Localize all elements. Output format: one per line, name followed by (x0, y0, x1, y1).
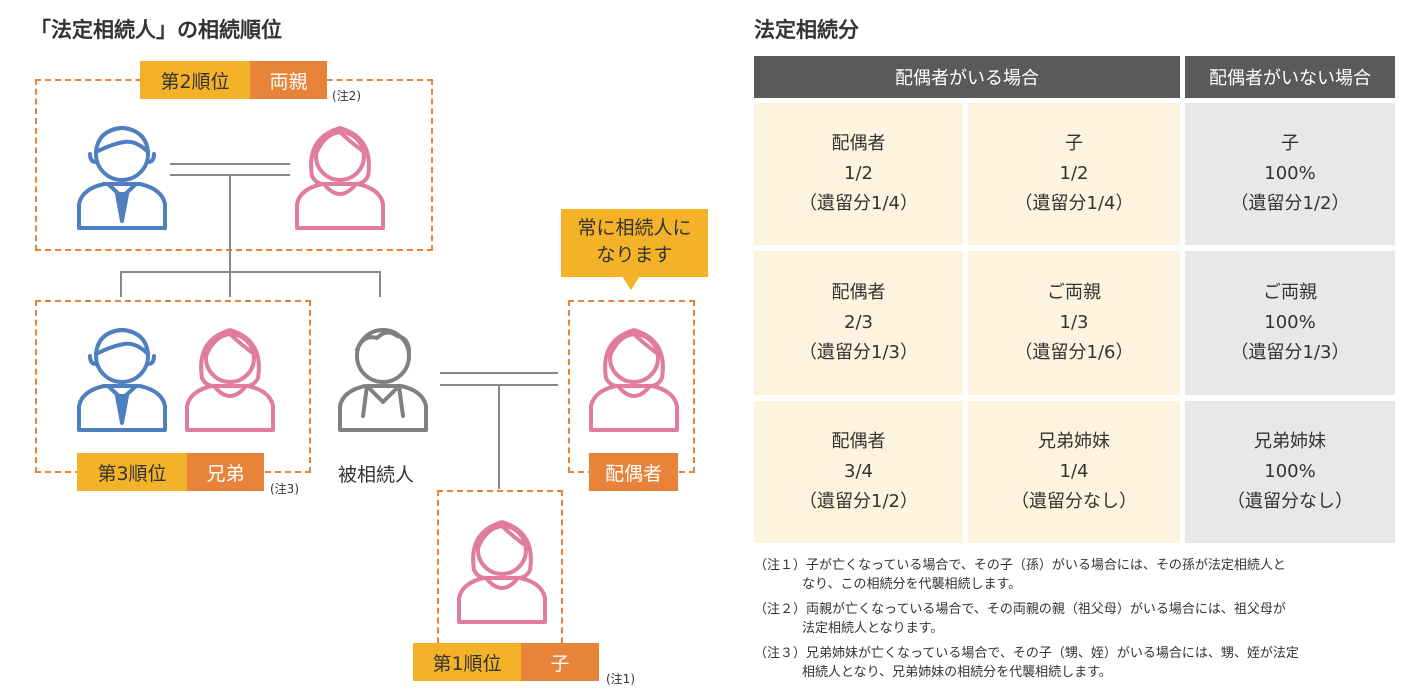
row2-spouse-reserve: （遺留分1/3） (799, 342, 918, 363)
siblings-bracket-line (120, 271, 380, 273)
row2-heir-reserve: （遺留分1/6） (1014, 342, 1134, 363)
row1-heir-cell: 子 1/2 （遺留分1/4） (968, 103, 1180, 245)
deceased-person-icon (338, 328, 428, 432)
spouse-marriage-line-top (440, 372, 558, 374)
deceased-label: 被相続人 (338, 464, 415, 486)
spouse-icon (589, 328, 679, 432)
header-without-spouse: 配偶者がいない場合 (1185, 56, 1395, 98)
row1-alone-cell: 子 100% （遺留分1/2） (1185, 103, 1395, 245)
spouse-label: 配偶者 (589, 453, 678, 491)
callout-pointer-icon (622, 276, 640, 290)
row3-alone-who: 兄弟姉妹 (1254, 431, 1326, 452)
row1-alone-share: 100% (1264, 163, 1316, 184)
row1-alone-reserve: （遺留分1/2） (1230, 193, 1350, 214)
footnote-3: （注３）兄弟姉妹が亡くなっている場合で、その子（甥、姪）がいる場合には、甥、姪が… (754, 644, 1299, 682)
row2-heir-share: 1/3 (1059, 312, 1089, 333)
row1-heir-reserve: （遺留分1/4） (1014, 193, 1134, 214)
mother-icon (295, 126, 385, 230)
rank-relation-third: 兄弟 (187, 453, 264, 491)
child-icon (457, 520, 547, 624)
footnote-2: （注２）両親が亡くなっている場合で、その両親の親（祖父母）がいる場合には、祖父母… (754, 600, 1286, 638)
row2-alone-who: ご両親 (1263, 282, 1317, 303)
footnote-2-line-2: 法定相続人となります。 (802, 621, 944, 636)
parents-descent-line (229, 175, 231, 272)
rank-badge-second: 第2順位 両親 (140, 61, 327, 99)
footnote-1: （注１）子が亡くなっている場合で、その子（孫）がいる場合には、その孫が法定相続人… (754, 556, 1286, 594)
footnote-1-line-2: なり、この相続分を代襲相続します。 (802, 577, 1022, 592)
deceased-drop-line (379, 271, 381, 297)
note-ref-2: (注2) (332, 89, 361, 103)
father-icon (77, 126, 167, 230)
rank-badge-third: 第3順位 兄弟 (77, 453, 264, 491)
rank-badge-first: 第1順位 子 (413, 643, 599, 681)
row2-heir-who: ご両親 (1047, 282, 1101, 303)
row3-spouse-cell: 配偶者 3/4 （遺留分1/2） (754, 401, 963, 543)
row2-alone-cell: ご両親 100% （遺留分1/3） (1185, 251, 1395, 395)
row2-spouse-share: 2/3 (844, 312, 873, 333)
rank-relation-first: 子 (521, 643, 599, 681)
rank-relation-second: 両親 (250, 61, 327, 99)
table-title: 法定相続分 (754, 18, 859, 42)
footnote-2-line-1: （注２）両親が亡くなっている場合で、その両親の親（祖父母）がいる場合には、祖父母… (754, 602, 1286, 617)
row3-alone-reserve: （遺留分なし） (1227, 491, 1353, 512)
row3-heir-reserve: （遺留分なし） (1011, 491, 1137, 512)
row3-heir-who: 兄弟姉妹 (1038, 431, 1110, 452)
row2-spouse-cell: 配偶者 2/3 （遺留分1/3） (754, 251, 963, 395)
row3-alone-share: 100% (1264, 461, 1316, 482)
sister-icon (185, 328, 275, 432)
row2-heir-cell: ご両親 1/3 （遺留分1/6） (968, 251, 1180, 395)
row1-alone-who: 子 (1281, 133, 1299, 154)
rank-order-first: 第1順位 (413, 643, 521, 681)
row3-heir-cell: 兄弟姉妹 1/4 （遺留分なし） (968, 401, 1180, 543)
callout-line-1: 常に相続人に (577, 217, 692, 239)
brother-icon (77, 328, 167, 432)
row3-spouse-share: 3/4 (844, 461, 873, 482)
rank-order-second: 第2順位 (140, 61, 250, 99)
spouse-badge: 配偶者 (589, 453, 678, 491)
row1-spouse-share: 1/2 (844, 163, 873, 184)
row1-heir-share: 1/2 (1059, 163, 1089, 184)
row1-heir-who: 子 (1065, 133, 1083, 154)
note-ref-1: (注1) (606, 672, 635, 686)
header-with-spouse: 配偶者がいる場合 (754, 56, 1180, 98)
footnote-3-line-1: （注３）兄弟姉妹が亡くなっている場合で、その子（甥、姪）がいる場合には、甥、姪が… (754, 646, 1299, 661)
row3-spouse-who: 配偶者 (831, 431, 886, 452)
sibling-drop-middle (229, 271, 231, 297)
row1-spouse-who: 配偶者 (831, 133, 886, 154)
parents-marriage-line-top (170, 163, 290, 165)
row2-alone-reserve: （遺留分1/3） (1230, 342, 1350, 363)
child-descent-line (498, 385, 500, 489)
sibling-drop-left (120, 271, 122, 297)
row1-spouse-reserve: （遺留分1/4） (799, 193, 918, 214)
rank-order-third: 第3順位 (77, 453, 187, 491)
row3-heir-share: 1/4 (1059, 461, 1089, 482)
row3-alone-cell: 兄弟姉妹 100% （遺留分なし） (1185, 401, 1395, 543)
callout-line-2: なります (596, 244, 673, 266)
row3-spouse-reserve: （遺留分1/2） (799, 491, 918, 512)
row2-alone-share: 100% (1264, 312, 1316, 333)
footnote-3-line-2: 相続人となり、兄弟姉妹の相続分を代襲相続します。 (802, 665, 1112, 680)
always-heir-callout: 常に相続人に なります (561, 209, 708, 277)
row2-spouse-who: 配偶者 (831, 282, 886, 303)
footnote-1-line-1: （注１）子が亡くなっている場合で、その子（孫）がいる場合には、その孫が法定相続人… (754, 558, 1286, 573)
note-ref-3: (注3) (270, 482, 299, 496)
row1-spouse-cell: 配偶者 1/2 （遺留分1/4） (754, 103, 963, 245)
diagram-title: 「法定相続人」の相続順位 (30, 18, 282, 42)
